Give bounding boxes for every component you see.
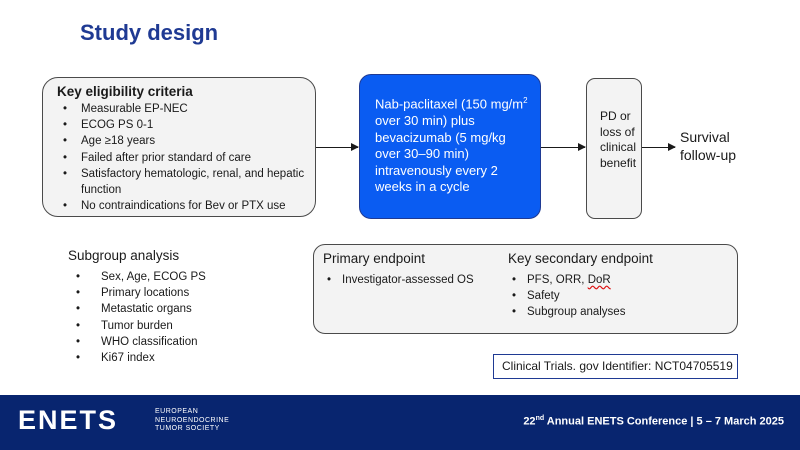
- eligibility-heading: Key eligibility criteria: [57, 84, 193, 99]
- list-item: Subgroup analyses: [508, 304, 653, 320]
- page-title: Study design: [80, 20, 219, 45]
- list-item: Metastatic organs: [68, 301, 206, 317]
- logo-line: TUMOR SOCIETY: [155, 425, 220, 432]
- list-item: Ki67 index: [68, 350, 206, 366]
- list-item: Sex, Age, ECOG PS: [68, 269, 206, 285]
- list-item: Age ≥18 years: [57, 133, 305, 149]
- conf-suffix: nd: [535, 415, 545, 422]
- eligibility-list: Measurable EP-NEC ECOG PS 0-1 Age ≥18 ye…: [57, 101, 305, 215]
- survival-followup: Survival follow-up: [680, 129, 737, 163]
- treatment-sup: 2: [523, 96, 528, 105]
- treatment-box: Nab-paclitaxel (150 mg/m2 over 30 min) p…: [359, 74, 541, 219]
- subgroup-analysis: Subgroup analysis Sex, Age, ECOG PS Prim…: [68, 248, 206, 366]
- secondary-heading: Key secondary endpoint: [508, 251, 653, 266]
- trial-identifier: Clinical Trials. gov Identifier: NCT0470…: [493, 354, 738, 379]
- enets-logo-subtitle: EUROPEAN NEUROENDOCRINE TUMOR SOCIETY: [155, 408, 229, 434]
- endpoints-box: Primary endpoint Investigator-assessed O…: [313, 244, 738, 334]
- primary-endpoint: Primary endpoint Investigator-assessed O…: [323, 251, 474, 288]
- subgroup-heading: Subgroup analysis: [68, 248, 180, 263]
- pd-box: PD or loss of clinical benefit: [586, 78, 642, 219]
- eligibility-box: Key eligibility criteria Measurable EP-N…: [42, 77, 316, 217]
- list-item: No contraindications for Bev or PTX use: [57, 198, 305, 214]
- secondary-item-prefix: PFS, ORR,: [527, 274, 588, 286]
- footer-bar: ENETS EUROPEAN NEUROENDOCRINE TUMOR SOCI…: [0, 395, 800, 450]
- secondary-endpoint: Key secondary endpoint PFS, ORR, DoR Saf…: [508, 251, 653, 321]
- list-item: Failed after prior standard of care: [57, 150, 305, 166]
- list-item: Measurable EP-NEC: [57, 101, 305, 117]
- arrow-treatment-to-pd: [541, 143, 586, 151]
- list-item: Satisfactory hematologic, renal, and hep…: [57, 166, 305, 198]
- list-item: WHO classification: [68, 334, 206, 350]
- primary-list: Investigator-assessed OS: [323, 272, 474, 288]
- treatment-text-2: over 30 min) plus bevacizumab (5 mg/kg o…: [375, 112, 506, 195]
- list-item: Safety: [508, 288, 653, 304]
- conf-number: 22: [523, 415, 536, 428]
- list-item: Investigator-assessed OS: [323, 272, 474, 288]
- conf-text: Annual ENETS Conference | 5 – 7 March 20…: [544, 415, 784, 428]
- list-item: PFS, ORR, DoR: [508, 272, 653, 288]
- list-item: ECOG PS 0-1: [57, 117, 305, 133]
- primary-heading: Primary endpoint: [323, 251, 426, 266]
- secondary-list: PFS, ORR, DoR Safety Subgroup analyses: [508, 272, 653, 321]
- list-item: Tumor burden: [68, 318, 206, 334]
- subgroup-list: Sex, Age, ECOG PS Primary locations Meta…: [68, 269, 206, 366]
- conference-label: 22nd Annual ENETS Conference | 5 – 7 Mar…: [523, 415, 784, 428]
- secondary-item-underlined: DoR: [587, 274, 611, 286]
- arrow-pd-to-followup: [642, 143, 676, 151]
- logo-line: EUROPEAN: [155, 408, 199, 415]
- list-item: Primary locations: [68, 285, 206, 301]
- enets-logo: ENETS: [18, 405, 119, 435]
- arrow-eligibility-to-treatment: [316, 143, 359, 151]
- logo-line: NEUROENDOCRINE: [155, 416, 230, 424]
- treatment-text-1: Nab-paclitaxel (150 mg/m: [375, 96, 524, 112]
